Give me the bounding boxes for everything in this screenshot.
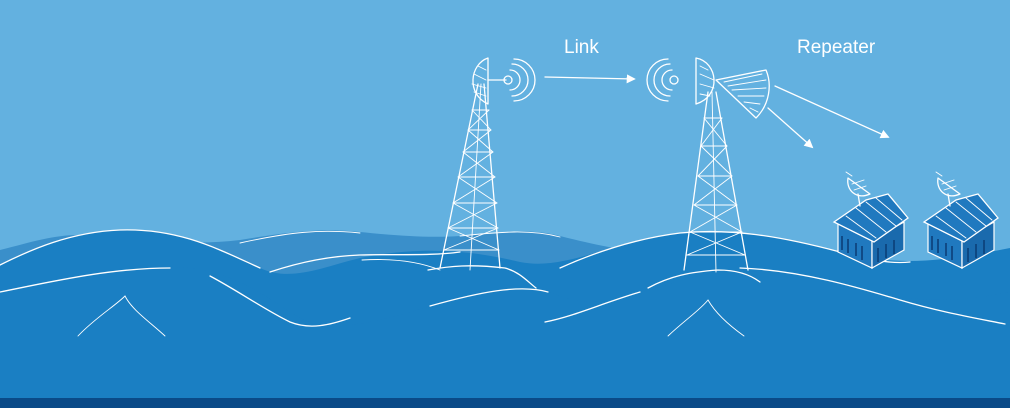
signal-arrows [544,74,890,149]
repeater-arrow-far-icon [774,85,890,139]
link-label: Link [564,37,599,58]
house-left [832,171,909,270]
parabolic-dish-icon [695,57,715,105]
house-right [922,171,999,270]
house-with-satellite-dish-icon [832,171,909,270]
repeater-label: Repeater [797,37,876,58]
parabolic-dish-icon [471,57,507,105]
repeater-arrow-near-icon [767,107,814,149]
lattice-tower-icon [647,91,761,289]
radio-waves-icon [503,58,536,102]
repeater-tower-right [646,57,770,289]
ground-band [0,398,1010,408]
house-with-satellite-dish-icon [922,171,999,270]
sector-antenna-icon [715,69,770,119]
link-tower-left [427,57,537,289]
radio-waves-icon [646,58,679,102]
link-arrow-icon [544,74,636,84]
near-hills [0,229,1010,408]
lattice-tower-icon [427,83,537,289]
